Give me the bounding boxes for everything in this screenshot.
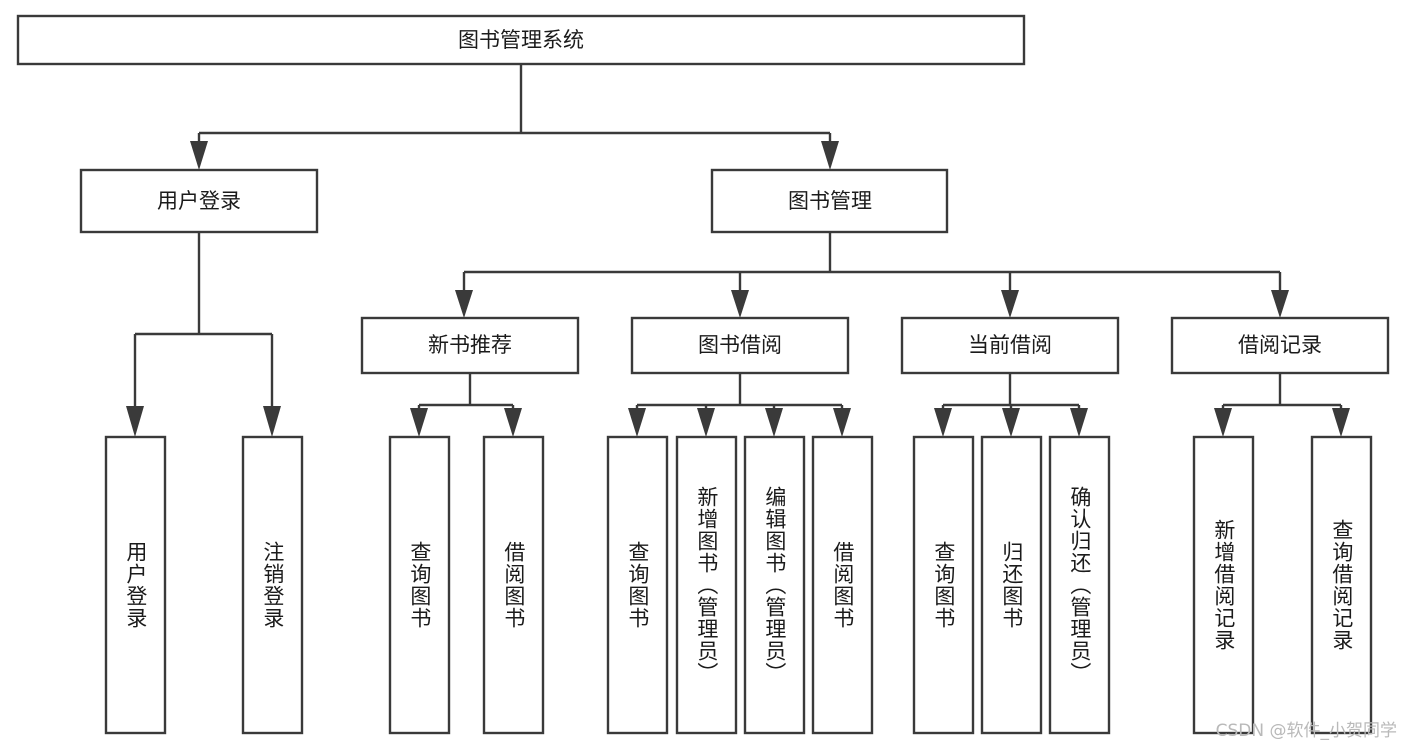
arrow-head-leaf-query-book-1 (410, 408, 428, 437)
node-root[interactable]: 图书管理系统 (16, 14, 1026, 66)
arrow-head-current-borrow (1001, 290, 1019, 318)
connector-group-user-login-to-leaves (126, 232, 281, 437)
arrow-head-leaf-borrow-book-1 (504, 408, 522, 437)
arrow-head-leaf-return-book (1002, 408, 1020, 437)
leaf-box-edit-book[interactable] (743, 435, 806, 735)
node-user-login[interactable]: 用户登录 (79, 168, 319, 234)
leaf-box-group (104, 435, 1373, 735)
arrow-head-leaf-query-book-2 (628, 408, 646, 437)
arrow-head-leaf-query-record (1332, 408, 1350, 437)
connector-group-borrow-record-to-leaves (1214, 373, 1350, 437)
node-book-manage-label: 图书管理 (788, 189, 872, 213)
leaf-box-query-book-2[interactable] (606, 435, 669, 735)
leaf-box-query-record[interactable] (1310, 435, 1373, 735)
arrow-head-borrow-record (1271, 290, 1289, 318)
arrow-head-book-manage (821, 141, 839, 170)
connector-group-new-book-recommend-to-leaves (410, 373, 522, 437)
connector-group-book-borrow-to-leaves (628, 373, 851, 437)
arrow-head-user-login (190, 141, 208, 170)
node-current-borrow-box[interactable] (900, 316, 1120, 375)
node-root-label: 图书管理系统 (458, 28, 584, 52)
arrow-head-leaf-user-login (126, 406, 144, 437)
node-user-login-label: 用户登录 (157, 189, 241, 213)
leaf-box-query-book-1[interactable] (388, 435, 451, 735)
arrow-head-book-borrow (731, 290, 749, 318)
leaf-box-logout[interactable] (241, 435, 304, 735)
arrow-head-new-book-recommend (455, 290, 473, 318)
node-book-borrow[interactable]: 图书借阅 (630, 316, 850, 375)
leaf-box-add-book[interactable] (675, 435, 738, 735)
leaf-box-add-record[interactable] (1192, 435, 1255, 735)
leaf-box-confirm-return[interactable] (1048, 435, 1111, 735)
leaf-box-borrow-book-2[interactable] (811, 435, 874, 735)
node-borrow-record-box[interactable] (1170, 316, 1390, 375)
arrow-head-leaf-add-book (697, 408, 715, 437)
connector-group-current-borrow-to-leaves (934, 373, 1088, 437)
node-book-borrow-box[interactable] (630, 316, 850, 375)
arrow-head-leaf-logout (263, 406, 281, 437)
node-user-login-box[interactable] (79, 168, 319, 234)
leaf-box-query-book-3[interactable] (912, 435, 975, 735)
leaf-box-return-book[interactable] (980, 435, 1043, 735)
node-borrow-record[interactable]: 借阅记录 (1170, 316, 1390, 375)
arrow-head-leaf-add-record (1214, 408, 1232, 437)
node-new-book-recommend-box[interactable] (360, 316, 580, 375)
node-current-borrow[interactable]: 当前借阅 (900, 316, 1120, 375)
node-new-book-recommend-label: 新书推荐 (428, 333, 512, 357)
arrow-head-leaf-query-book-3 (934, 408, 952, 437)
node-book-manage-box[interactable] (710, 168, 949, 234)
connector-group-book-manage-to-level3 (455, 232, 1289, 318)
node-current-borrow-label: 当前借阅 (968, 333, 1052, 357)
node-book-borrow-label: 图书借阅 (698, 333, 782, 357)
arrow-head-leaf-edit-book (765, 408, 783, 437)
node-new-book-recommend[interactable]: 新书推荐 (360, 316, 580, 375)
node-book-manage[interactable]: 图书管理 (710, 168, 949, 234)
csdn-watermark: CSDN @软件_小贺同学 (1215, 721, 1397, 741)
leaf-box-borrow-book-1[interactable] (482, 435, 545, 735)
leaf-box-user-login[interactable] (104, 435, 167, 735)
connector-group-root-to-level2 (190, 64, 839, 170)
arrow-head-leaf-confirm-return (1070, 408, 1088, 437)
node-borrow-record-label: 借阅记录 (1238, 333, 1322, 357)
arrow-head-leaf-borrow-book-2 (833, 408, 851, 437)
node-root-box[interactable] (16, 14, 1026, 66)
